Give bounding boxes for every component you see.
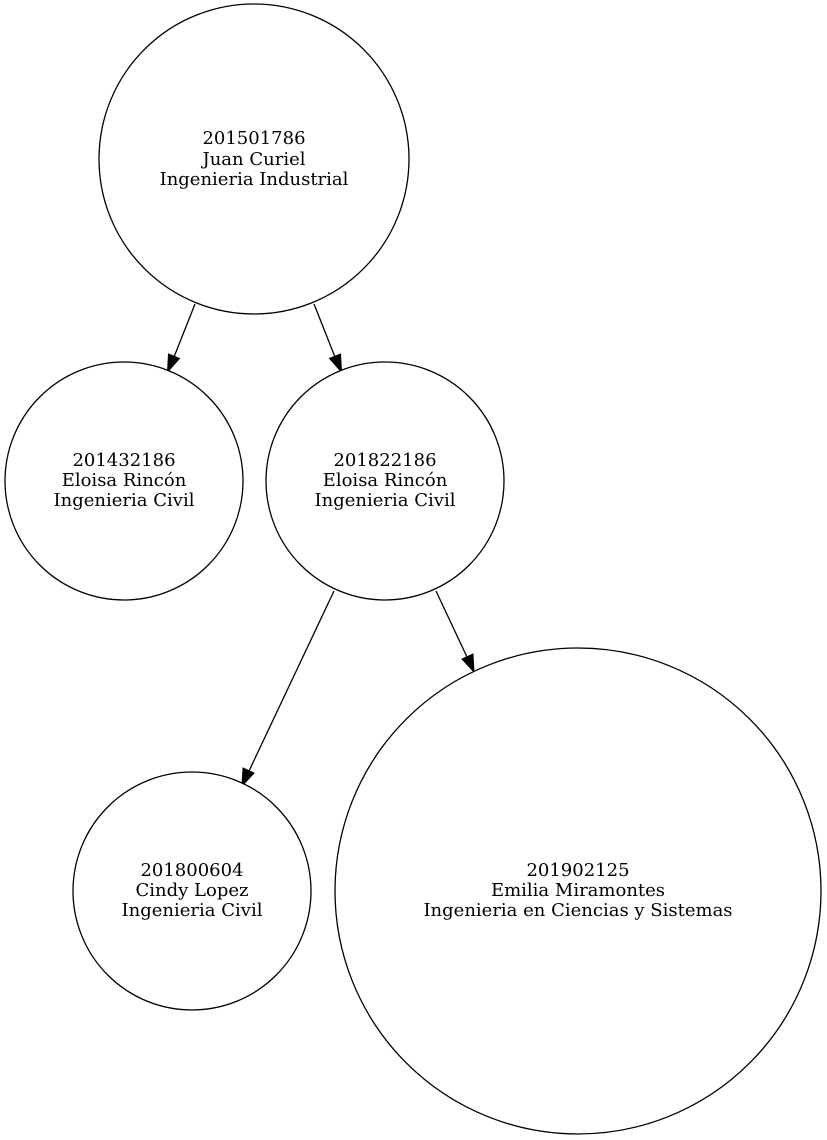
node-id: 201902125 xyxy=(526,860,629,881)
node-name: Emilia Miramontes xyxy=(491,880,665,901)
node-career: Ingenieria Civil xyxy=(122,900,263,921)
edge-root-to-left xyxy=(166,303,196,374)
node-career: Ingenieria Civil xyxy=(315,490,456,511)
edge-root-to-right xyxy=(313,303,343,374)
tree-node-root: 201501786 Juan Curiel Ingenieria Industr… xyxy=(98,3,410,315)
tree-node-right-right: 201902125 Emilia Miramontes Ingenieria e… xyxy=(334,647,822,1135)
arrowhead xyxy=(166,353,181,374)
arrowhead xyxy=(328,353,343,374)
node-id: 201501786 xyxy=(202,128,305,149)
tree-node-right: 201822186 Eloisa Rincón Ingenieria Civil xyxy=(265,361,505,601)
node-id: 201800604 xyxy=(140,860,243,881)
edge-right-to-right-right xyxy=(435,590,475,674)
arrowhead xyxy=(241,767,255,788)
node-name: Eloisa Rincón xyxy=(62,470,187,491)
arrowhead xyxy=(461,653,475,674)
node-name: Cindy Lopez xyxy=(136,880,249,901)
node-career: Ingenieria Industrial xyxy=(160,169,349,190)
node-career: Ingenieria Civil xyxy=(54,490,195,511)
node-name: Juan Curiel xyxy=(201,149,306,170)
node-career: Ingenieria en Ciencias y Sistemas xyxy=(423,900,732,921)
tree-node-right-left: 201800604 Cindy Lopez Ingenieria Civil xyxy=(72,771,312,1011)
tree-node-left: 201432186 Eloisa Rincón Ingenieria Civil xyxy=(4,361,244,601)
node-id: 201822186 xyxy=(333,450,436,471)
node-name: Eloisa Rincón xyxy=(323,470,448,491)
node-id: 201432186 xyxy=(72,450,175,471)
edge-right-to-right-left xyxy=(241,590,335,788)
